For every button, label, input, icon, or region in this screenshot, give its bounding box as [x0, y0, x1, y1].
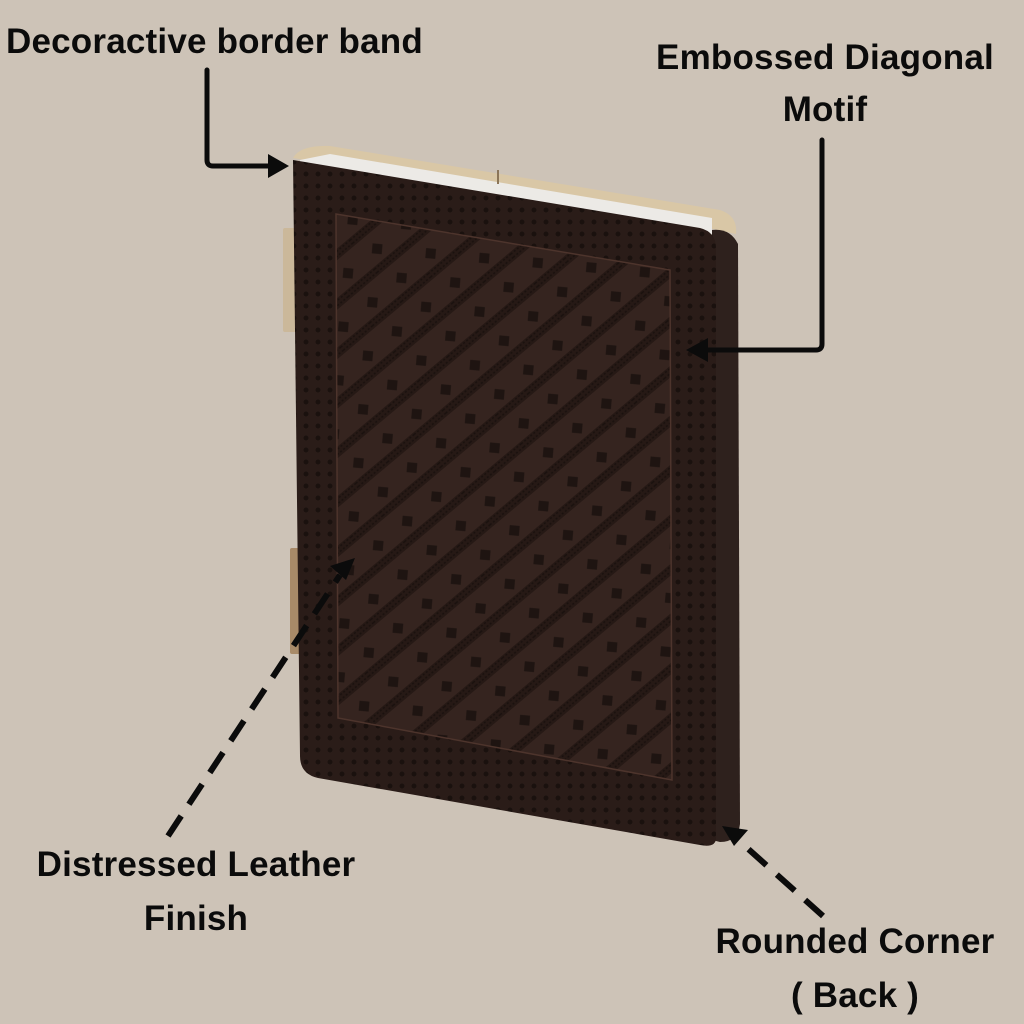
- label-line: Motif: [782, 90, 868, 130]
- cover: [293, 160, 716, 846]
- label-line: Finish: [143, 899, 249, 939]
- arrow-corner: [722, 826, 826, 919]
- label-line: Distressed Leather: [36, 845, 356, 884]
- label-rounded-corner-back: Rounded Corner ( Back ): [690, 922, 1020, 1017]
- embossed-diagonal-panel: [336, 214, 672, 780]
- clasp-tab-top: [283, 228, 297, 332]
- label-distressed-leather-finish: Distressed Leather Finish: [6, 845, 386, 940]
- spine: [712, 229, 740, 842]
- arrow-motif: [686, 137, 825, 362]
- label-line: ( Back ): [790, 976, 920, 1016]
- label-line: Decoractive border band: [6, 22, 423, 61]
- arrow-border: [204, 67, 289, 178]
- arrow-leather: [165, 558, 355, 838]
- label-line: Embossed Diagonal: [656, 38, 994, 77]
- label-decorative-border-band: Decoractive border band: [6, 22, 423, 62]
- label-line: Rounded Corner: [715, 922, 995, 961]
- label-embossed-diagonal-motif: Embossed Diagonal Motif: [630, 38, 1020, 131]
